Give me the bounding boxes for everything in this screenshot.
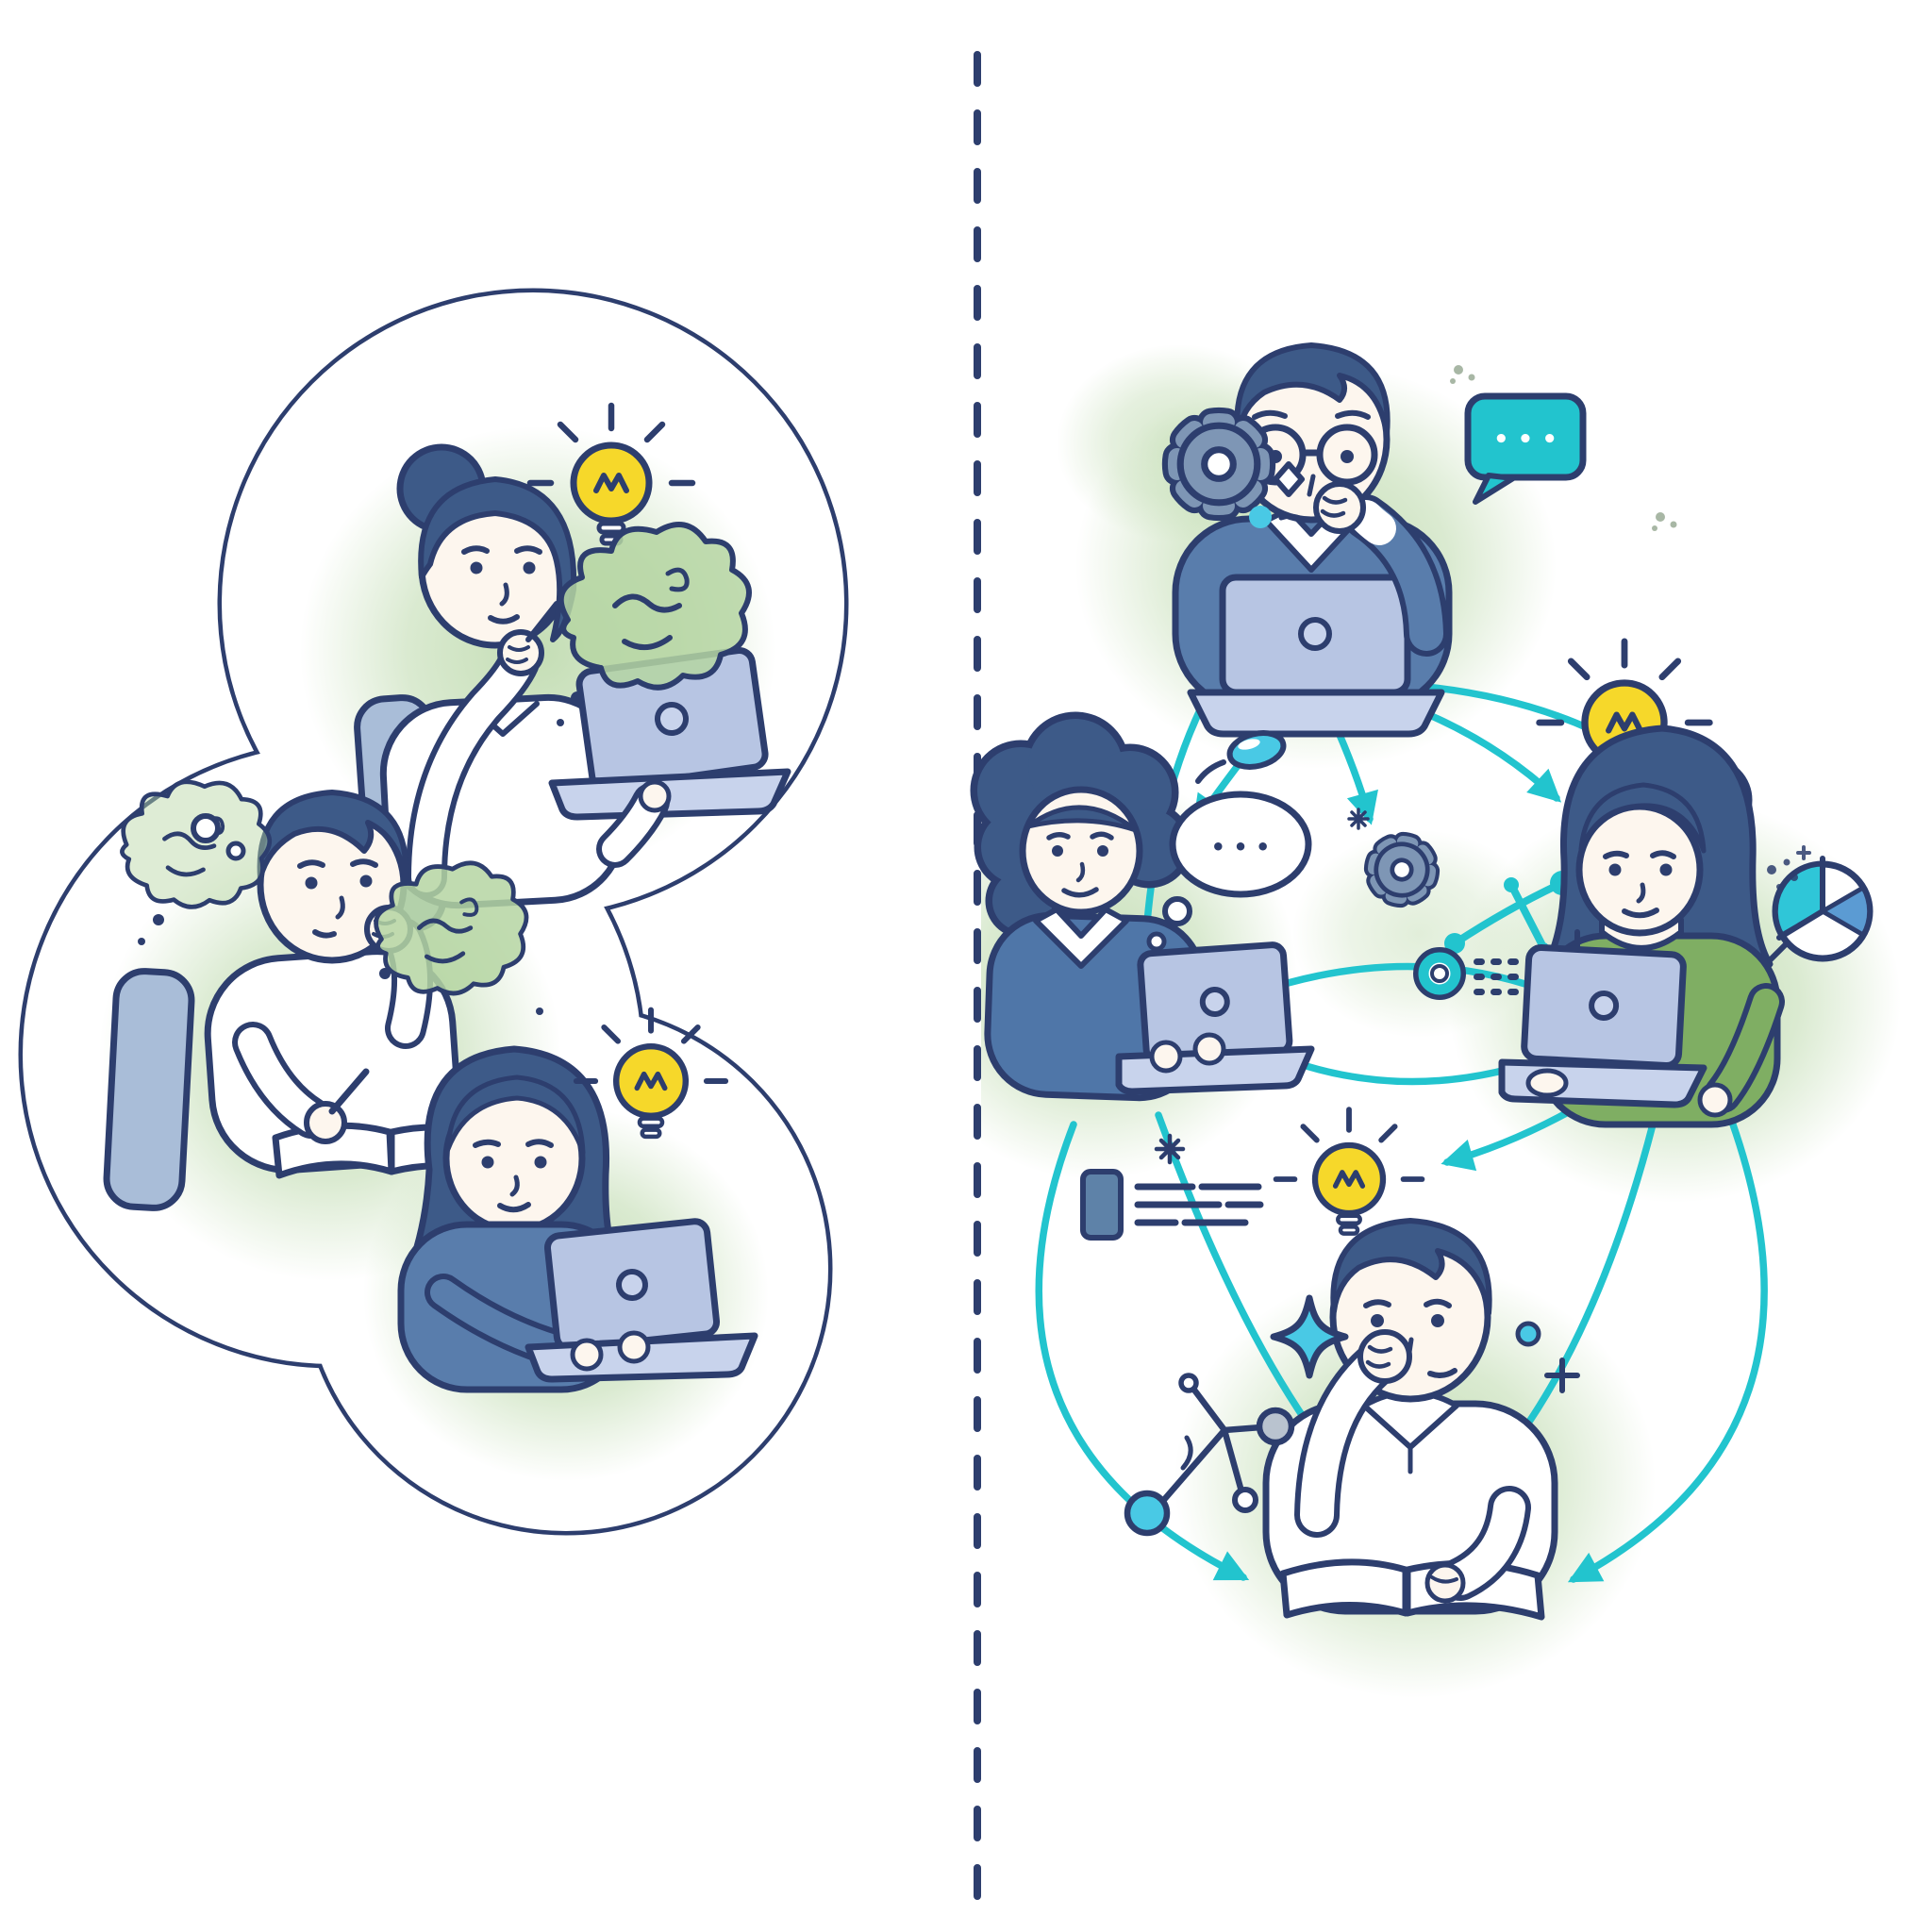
laptop bbox=[548, 646, 791, 821]
face-features bbox=[461, 545, 542, 625]
connection-arrow bbox=[1035, 1121, 1250, 1581]
arm-typing bbox=[596, 779, 672, 868]
arm-on-chin bbox=[1294, 1329, 1412, 1538]
pen bbox=[328, 1068, 370, 1115]
arm-on-chin bbox=[1313, 481, 1449, 657]
face-features bbox=[297, 858, 378, 939]
hair bbox=[418, 476, 577, 642]
left-panel-isolated-silos bbox=[18, 288, 849, 1536]
hair-fringe bbox=[445, 1074, 586, 1156]
lightbulb-icon bbox=[1276, 1109, 1423, 1233]
laptop bbox=[1498, 929, 1707, 1108]
laptop bbox=[1115, 941, 1315, 1095]
teal-dot bbox=[1249, 506, 1272, 528]
hand bbox=[617, 1330, 651, 1364]
face-features bbox=[1603, 850, 1676, 919]
speech-bubble-icon: • • • bbox=[1464, 392, 1587, 505]
collaborator-man-book bbox=[1262, 1218, 1558, 1621]
face-features bbox=[473, 1139, 554, 1213]
pie-chart-icon bbox=[1767, 856, 1874, 963]
scribble-tangle-icon bbox=[114, 771, 277, 945]
connection-arrow bbox=[1253, 962, 1561, 1000]
collaborator-woman-curly bbox=[970, 711, 1315, 1102]
hair-fringe bbox=[1578, 782, 1707, 854]
hand bbox=[570, 1338, 604, 1372]
collaborator-woman-green bbox=[1498, 724, 1785, 1128]
hand bbox=[1192, 1032, 1226, 1066]
dots-grid-icon bbox=[1474, 958, 1519, 995]
connection-arrow bbox=[1567, 1108, 1768, 1583]
collaborator-man-glasses bbox=[1172, 342, 1453, 738]
hand bbox=[1313, 481, 1366, 534]
hair bbox=[1330, 1218, 1492, 1316]
hand bbox=[304, 1101, 347, 1144]
sparkle-plus-icon bbox=[1544, 1357, 1580, 1393]
arm-resting bbox=[1697, 983, 1785, 1118]
gear-icon bbox=[1176, 422, 1261, 507]
comet-icon bbox=[1195, 730, 1287, 784]
thought-dots: • • • bbox=[1211, 834, 1271, 860]
silo-person-woman-longhair bbox=[397, 1045, 758, 1393]
diamond-icon bbox=[1273, 461, 1305, 497]
speckles bbox=[1450, 365, 1677, 531]
network-graph-icon bbox=[1124, 1373, 1295, 1537]
hand bbox=[1525, 1068, 1569, 1098]
hair bbox=[257, 790, 409, 885]
speech-dots: • • • bbox=[1493, 425, 1557, 454]
teal-dot bbox=[1515, 1321, 1541, 1347]
hair bbox=[1234, 342, 1391, 439]
hair-fringe bbox=[1025, 805, 1139, 833]
thought-bubble-icon: • • • bbox=[1146, 791, 1312, 952]
hand bbox=[1357, 1329, 1412, 1384]
arm-writing bbox=[232, 1022, 370, 1144]
sprinkle-dots bbox=[1767, 845, 1811, 890]
scribble-tangle-icon bbox=[376, 863, 543, 1015]
sparkle-plus-icon bbox=[1154, 1133, 1186, 1165]
arm-on-chin bbox=[406, 601, 559, 898]
sparkle-icon bbox=[1270, 1294, 1349, 1379]
gear-icon bbox=[1369, 837, 1436, 904]
pen bbox=[525, 601, 559, 642]
hand bbox=[1697, 1082, 1733, 1118]
hand bbox=[1149, 1040, 1183, 1074]
laptop bbox=[1187, 574, 1445, 738]
sparkle-plus-icon bbox=[1347, 808, 1370, 830]
arm-on-book bbox=[1424, 1486, 1531, 1604]
donut-icon bbox=[1413, 947, 1466, 1000]
scribble-tangle-icon bbox=[557, 525, 749, 726]
face-features bbox=[1046, 831, 1114, 898]
right-panel-connected-collaboration: • • • bbox=[970, 342, 1901, 1698]
chair bbox=[103, 968, 195, 1211]
document-icon bbox=[1080, 1169, 1264, 1241]
hand bbox=[497, 629, 544, 676]
